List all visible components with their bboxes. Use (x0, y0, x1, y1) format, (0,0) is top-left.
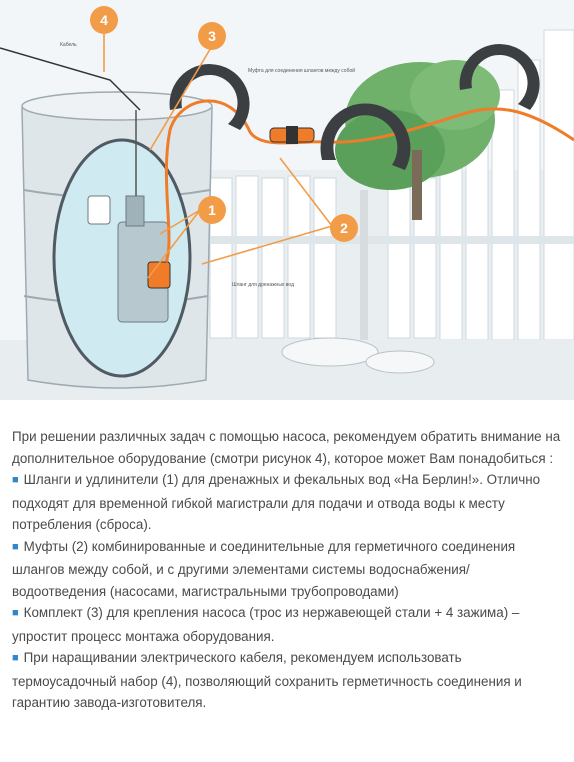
intro-paragraph: При решении различных задач с помощью на… (12, 429, 561, 466)
callout-4: 4 (90, 6, 118, 34)
drain-hose (164, 99, 574, 263)
callout-1: 1 (198, 196, 226, 224)
coupling-label: Муфта для соединения шлангов между собой (248, 67, 355, 74)
list-item-couplings: ■Муфты (2) комбинированные и соединитель… (12, 536, 562, 603)
callout-lines (103, 30, 333, 279)
callout-2: 2 (330, 214, 358, 242)
hose-label: Шланг для дренажных вод (232, 282, 294, 288)
svg-text:2: 2 (340, 220, 348, 236)
cable (0, 47, 141, 111)
coupling (269, 126, 315, 144)
svg-text:4: 4 (100, 12, 108, 28)
cable-label: Кабель (60, 42, 77, 48)
equipment-illustration: Кабель Муфта для соединения шлангов межд… (0, 0, 574, 400)
bullet-icon: ■ (12, 540, 19, 553)
list-item-mount-kit: ■Комплект (3) для крепления насоса (трос… (12, 602, 562, 647)
bullet-icon: ■ (12, 607, 19, 619)
barrel (21, 91, 213, 389)
description-text-block: При решении различных задач с помощью на… (0, 400, 574, 762)
list-item-text: При наращивании электрического кабеля, р… (12, 650, 522, 710)
tree (335, 60, 500, 220)
hose-reels (169, 44, 540, 340)
list-item-text: Шланги и удлинители (1) для дренажных и … (12, 472, 541, 532)
svg-text:3: 3 (208, 28, 216, 44)
svg-text:1: 1 (208, 202, 216, 218)
list-item-hoses: ■Шланги и удлинители (1) для дренажных и… (12, 469, 562, 536)
bullet-icon: ■ (12, 474, 19, 486)
list-item-text: Комплект (3) для крепления насоса (трос … (12, 605, 520, 644)
list-item-heat-shrink: ■При наращивании электрического кабеля, … (12, 647, 562, 714)
pump (87, 110, 171, 323)
list-item-text: Муфты (2) комбинированные и соединительн… (12, 538, 516, 599)
bullet-icon: ■ (12, 652, 19, 664)
callout-3: 3 (198, 22, 226, 50)
